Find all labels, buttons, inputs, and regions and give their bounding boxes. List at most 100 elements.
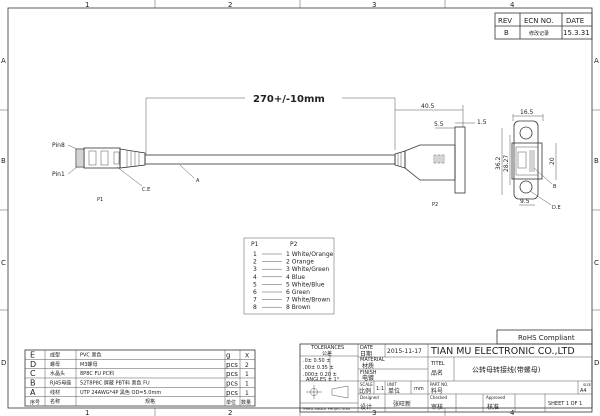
label-a: A — [196, 178, 200, 184]
angles-label: ANGLES ± 1° — [306, 377, 340, 383]
bom-name: 螺母 — [50, 361, 60, 368]
dim-1-5: 1.5 — [477, 119, 487, 126]
tolerances-label: TOLERANCES — [310, 345, 344, 351]
scale-cn: 比例 — [359, 387, 371, 395]
pinout-p1-pin: 6 — [253, 289, 257, 296]
bom-qty: 1 — [245, 390, 249, 397]
p1-plug — [75, 147, 146, 169]
material-cn: 材质 — [362, 362, 374, 370]
tolerances-cn: 公差 — [322, 350, 332, 357]
zone-row-a-right: A — [594, 57, 599, 65]
pinout-row: 5 5 White/Blue — [253, 281, 325, 288]
checked-cn: 审核 — [431, 403, 443, 411]
pinout-row: 4 4 Blue — [253, 274, 305, 281]
pin1-label: Pin1 — [52, 171, 65, 178]
p2-jack — [394, 126, 466, 194]
tolerance-row: .000± 0.20 ± — [303, 372, 337, 378]
tolerance-row: .0± 0.50 ± — [303, 358, 330, 364]
pinout-p2-wire: 3 White/Green — [286, 266, 330, 273]
bom-row: A 线材 UTP 24AWG*4P 黑色 OD=5.0mm pcs 1 — [25, 387, 255, 397]
bom-id: D — [30, 360, 36, 369]
bom-unit: pcs — [226, 370, 238, 378]
pin8-label: Pin8 — [52, 142, 65, 149]
bom-id: A — [30, 388, 36, 397]
designer-name: 张旺新 — [393, 400, 411, 408]
rev-value: B — [504, 29, 509, 37]
pinout-row: 3 3 White/Green — [253, 266, 330, 273]
bom-unit: 单位 — [226, 399, 236, 406]
revision-table: REV ECN NO. DATE B 修改记录 15.3.31 — [494, 12, 593, 40]
pinout-p2-wire: 5 White/Blue — [286, 281, 325, 288]
bom-spec: 规格 — [145, 398, 155, 405]
zone-col-1: 1 — [85, 1, 89, 9]
pinout-p1-pin: 5 — [253, 281, 257, 288]
bom-name: 水晶头 — [50, 370, 65, 377]
rev-header: REV — [498, 17, 512, 25]
zone-col-2-bottom: 2 — [228, 409, 232, 416]
bom-qty: X — [245, 353, 249, 360]
checked-label: Checked — [430, 395, 448, 400]
zone-row-d: D — [1, 359, 6, 367]
projection-label: THIRD ANGLE PROJECTION — [301, 407, 350, 411]
dim-9-5: 9.5 — [520, 198, 530, 205]
bom-name: 名称 — [50, 398, 60, 405]
dim-36-2: 36.2 — [495, 156, 502, 170]
pinout-p2-wire: 4 Blue — [286, 274, 305, 281]
bom-qty: 1 — [245, 380, 249, 387]
finish-cn: 电镀 — [362, 374, 374, 382]
zone-row-b-right: B — [594, 157, 599, 165]
pinout-header-p2: P2 — [290, 241, 298, 248]
pinout-p2-wire: 7 White/Brown — [286, 297, 330, 304]
designed-label: Designed — [360, 395, 379, 400]
ecn-header: ECN NO. — [524, 17, 553, 25]
label-p1: P1 — [97, 197, 103, 203]
dim-16-5: 16.5 — [520, 109, 534, 116]
bom-name: 成型 — [50, 352, 60, 359]
rev-date-value: 15.3.31 — [563, 29, 590, 37]
bom-unit: pcs — [226, 389, 238, 397]
scale-value: 1:1 — [376, 386, 384, 392]
size-label: SIZE — [583, 383, 592, 387]
designed-cn: 设计 — [360, 403, 372, 411]
zone-col-3: 3 — [372, 1, 376, 9]
bom-unit: pcs — [226, 361, 238, 369]
label-ce: C.E — [142, 187, 150, 193]
pinout-row: 7 7 White/Brown — [253, 297, 330, 304]
bom-spec: 8P8C FU PC料 — [80, 370, 114, 377]
zone-col-2: 2 — [228, 1, 232, 9]
title-label: TITEL — [430, 361, 445, 367]
label-p2: P2 — [432, 202, 438, 208]
cable-side-view: 270+/-10mm 40.5 5.5 1.5 Pin8 Pin1 C.E A … — [52, 94, 487, 208]
bom-spec: UTP 24AWG*4P 黑色 OD=5.0mm — [80, 389, 161, 396]
bom-spec: M3螺母 — [80, 361, 98, 368]
pinout-p1-pin: 3 — [253, 266, 257, 273]
bom-name: 线材 — [50, 389, 60, 396]
bom-qty: 2 — [245, 362, 249, 369]
ecn-value: 修改记录 — [529, 30, 549, 37]
pinout-p1-pin: 7 — [253, 297, 257, 304]
company-name: TIAN MU ELECTRONIC CO.,LTD — [430, 346, 575, 357]
zone-row-c: C — [1, 259, 6, 267]
material-label: MATERIAL — [360, 357, 385, 363]
third-angle-projection-icon — [306, 385, 349, 399]
cable-a — [144, 154, 396, 165]
approved-cn: 核准 — [487, 403, 499, 411]
label-b: B — [553, 184, 557, 190]
bom-spec: PVC 黑色 — [80, 352, 102, 359]
bom-id: 序号 — [30, 399, 40, 406]
pinout-p1-pin: 4 — [253, 274, 257, 281]
pinout-p2-wire: 6 Green — [286, 289, 310, 296]
rohs-compliant: RoHS Compliant — [518, 334, 575, 342]
label-de: D.E — [552, 205, 561, 211]
dim-20: 20 — [549, 157, 556, 165]
unit-cn: 单位 — [388, 387, 400, 395]
tolerance-row: .00± 0.35 ± — [303, 365, 334, 371]
